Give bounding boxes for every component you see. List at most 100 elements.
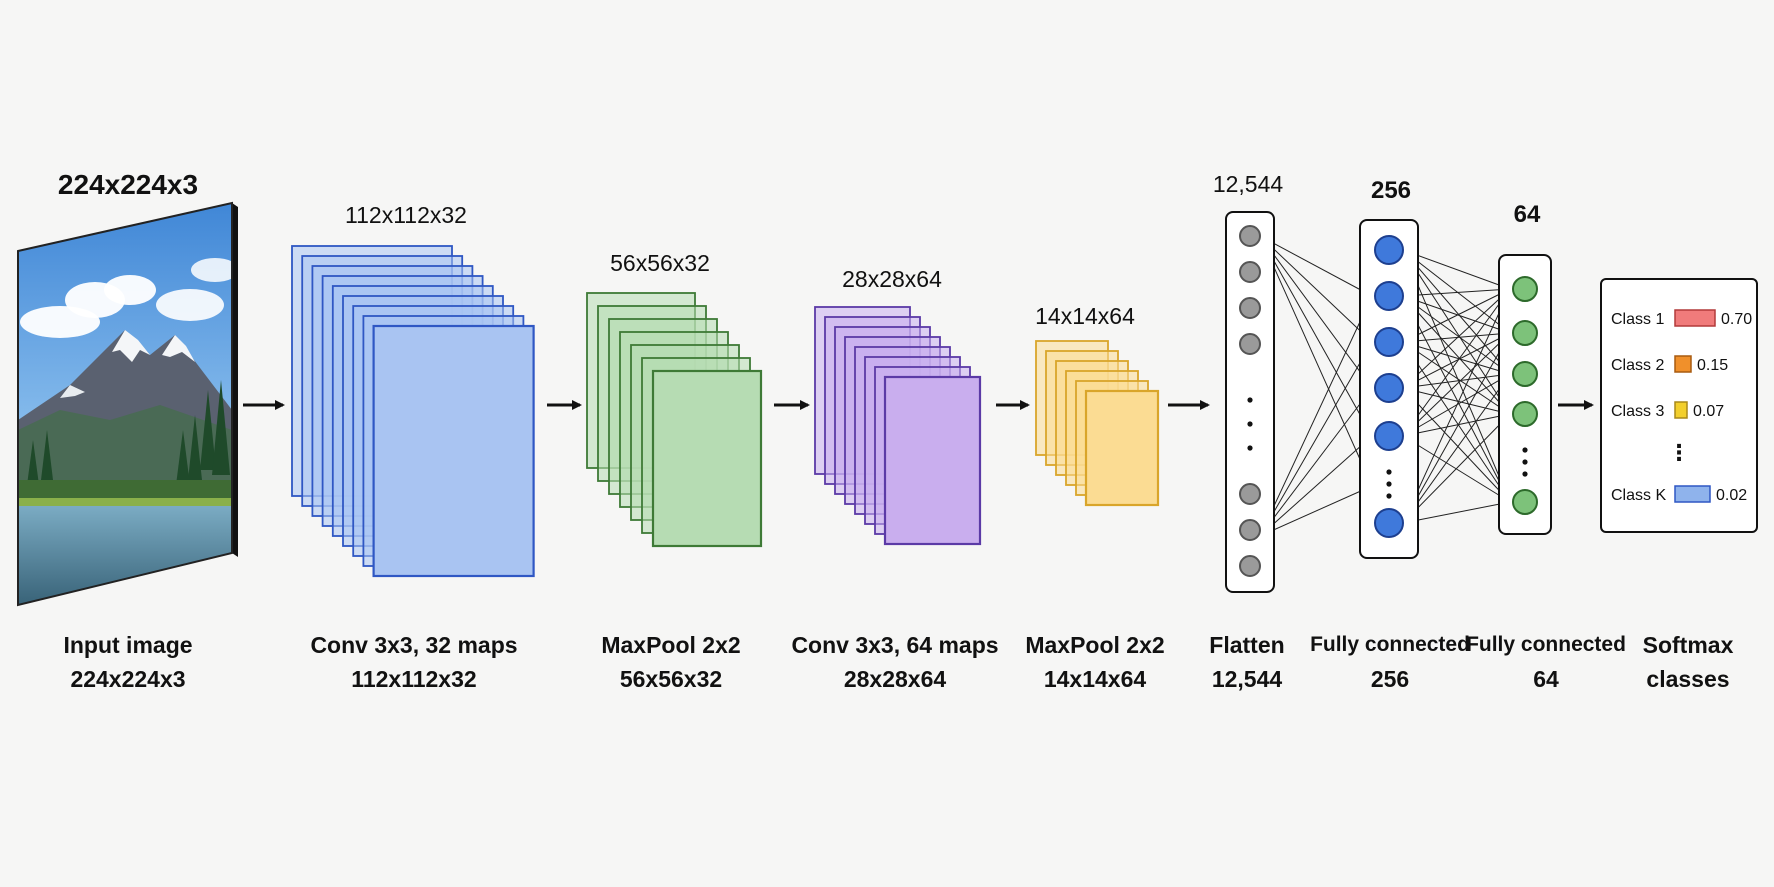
- fc1-caption-title: Fully connected: [1310, 633, 1470, 656]
- pool1-feature-stack: [586, 292, 763, 548]
- flatten-neuron: [1239, 225, 1261, 247]
- softmax-caption: Softmax classes: [1620, 628, 1756, 696]
- dense-connection: [1402, 411, 1511, 437]
- flatten-ellipsis-dot: [1247, 445, 1253, 451]
- class-probability-bar: [1674, 401, 1688, 419]
- dense-connection: [1259, 435, 1373, 537]
- dense-layers: [1225, 211, 1552, 593]
- dense-connection: [1402, 249, 1511, 375]
- fc2-neuron: [1512, 489, 1538, 515]
- dense-connection: [1402, 387, 1511, 416]
- softmax-caption-subtitle: classes: [1646, 666, 1730, 692]
- flatten-caption-title: Flatten: [1209, 632, 1285, 658]
- flatten-ellipsis-dot: [1247, 397, 1253, 403]
- pool2-caption: MaxPool 2x2 14x14x64: [1010, 628, 1180, 696]
- class-probability-value: 0.07: [1693, 403, 1724, 420]
- dense-connection: [1402, 371, 1511, 389]
- flatten-neuron: [1239, 333, 1261, 355]
- dense-connection: [1402, 249, 1511, 415]
- input-image: [17, 201, 238, 607]
- fc1-neuron: [1374, 327, 1404, 357]
- input-caption: Input image 224x224x3: [28, 628, 228, 696]
- fc2-caption-dims: 64: [1533, 666, 1559, 692]
- fc1-ellipsis-dot: [1386, 481, 1392, 487]
- flatten-layer: [1225, 211, 1275, 593]
- class-probability-value: 0.15: [1697, 357, 1728, 374]
- dense-connection: [1402, 499, 1511, 524]
- flatten-caption-dims: 12,544: [1211, 666, 1283, 692]
- fc1-neuron: [1374, 508, 1404, 538]
- conv2-feature-map: [883, 375, 982, 546]
- fc2-caption-title: Fully connected: [1466, 633, 1626, 656]
- conv1-caption-dims: 112x112x32: [351, 666, 477, 692]
- dense-connection: [1259, 235, 1373, 297]
- fc2-neuron: [1512, 276, 1538, 302]
- conv1-feature-map: [372, 324, 535, 578]
- dense-connection: [1402, 295, 1511, 503]
- fc2-layer: [1498, 254, 1552, 535]
- dense-connection: [1402, 288, 1511, 524]
- flatten-caption: Flatten 12,544: [1182, 628, 1312, 696]
- conv1-feature-stack: [291, 245, 535, 578]
- flatten-top-label: 12,544: [1213, 171, 1284, 197]
- fc1-caption: Fully connected 256: [1310, 628, 1470, 696]
- flatten-neuron: [1239, 261, 1261, 283]
- fc2-neuron: [1512, 361, 1538, 387]
- dense-connection: [1402, 413, 1511, 524]
- dense-connections: [1259, 235, 1511, 537]
- pool2-caption-title: MaxPool 2x2: [1025, 632, 1165, 658]
- dense-connection: [1402, 373, 1511, 524]
- dense-connection: [1402, 249, 1511, 291]
- pool1-caption: MaxPool 2x2 56x56x32: [578, 628, 764, 696]
- fc2-top-label: 64: [1514, 201, 1541, 228]
- softmax-caption-title: Softmax: [1642, 632, 1734, 658]
- class-label: Class 2: [1611, 357, 1664, 374]
- fc2-ellipsis-dot: [1522, 471, 1528, 477]
- pool1-feature-map: [651, 369, 763, 548]
- input-caption-title: Input image: [63, 632, 193, 658]
- fc2-neuron: [1512, 320, 1538, 346]
- fc2-ellipsis-dot: [1522, 447, 1528, 453]
- fc2-caption: Fully connected 64: [1466, 628, 1626, 696]
- fc1-neuron: [1374, 281, 1404, 311]
- class-probability-value: 0.02: [1716, 487, 1747, 504]
- fc1-neuron: [1374, 421, 1404, 451]
- dense-connection: [1259, 387, 1373, 537]
- fc1-layer: [1359, 219, 1419, 559]
- conv2-caption-dims: 28x28x64: [843, 666, 947, 692]
- dense-connection: [1259, 235, 1373, 343]
- pool1-caption-dims: 56x56x32: [619, 666, 723, 692]
- dense-connection: [1402, 387, 1511, 503]
- softmax-class-row: Class 2 0.15: [1611, 355, 1728, 374]
- feature-map-stacks: [291, 245, 1160, 578]
- fc1-ellipsis-dot: [1386, 493, 1392, 499]
- dense-connection: [1402, 295, 1511, 415]
- flatten-ellipsis-dot: [1247, 421, 1253, 427]
- mountain-lake-landscape-icon: [18, 203, 232, 605]
- dense-connection: [1402, 288, 1511, 437]
- conv2-caption-title: Conv 3x3, 64 maps: [791, 632, 999, 658]
- dense-connection: [1259, 295, 1373, 537]
- pool1-dim-label: 56x56x32: [610, 250, 710, 276]
- input-dim-label: 224x224x3: [58, 169, 198, 200]
- dense-connection: [1259, 235, 1373, 487]
- dense-connection: [1402, 341, 1511, 503]
- conv2-caption: Conv 3x3, 64 maps 28x28x64: [780, 628, 1010, 696]
- fc2-ellipsis-dot: [1522, 459, 1528, 465]
- conv1-caption: Conv 3x3, 32 maps 112x112x32: [292, 628, 536, 696]
- fc2-frame: [1498, 254, 1552, 535]
- fc1-neuron: [1374, 373, 1404, 403]
- dense-connection: [1402, 341, 1511, 376]
- dense-connection: [1402, 288, 1511, 389]
- dense-connection: [1402, 330, 1511, 343]
- dense-connection: [1259, 341, 1373, 537]
- pool2-caption-dims: 14x14x64: [1043, 666, 1147, 692]
- flatten-neuron: [1239, 297, 1261, 319]
- flatten-neuron: [1239, 519, 1261, 541]
- dense-connection: [1259, 235, 1373, 437]
- input-caption-dims: 224x224x3: [70, 666, 186, 692]
